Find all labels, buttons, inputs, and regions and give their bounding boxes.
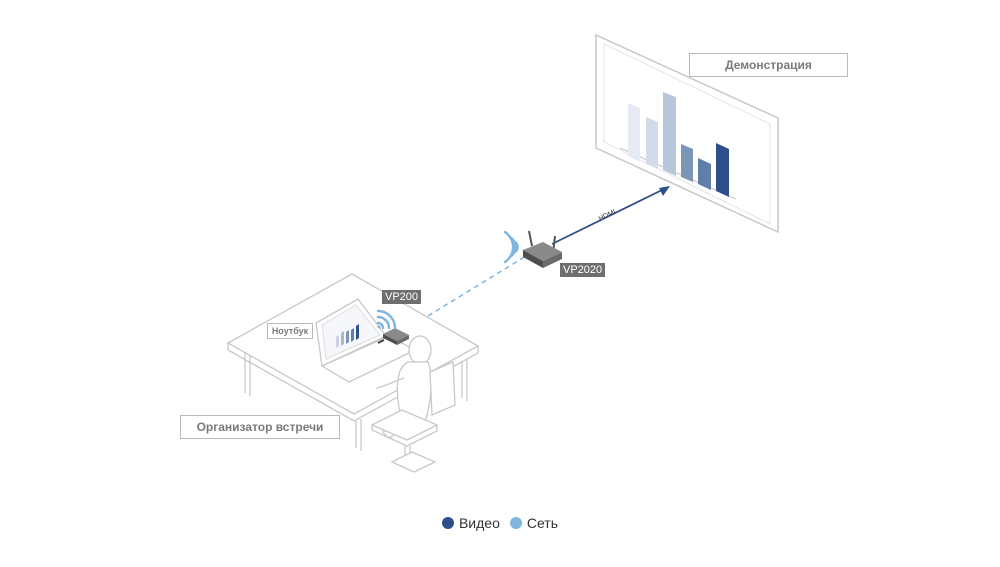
display-bar [698, 158, 711, 190]
laptop-screen-bar [346, 330, 349, 344]
receiver-device-label: VP2020 [560, 263, 606, 277]
legend-item-video: Видео [441, 515, 500, 531]
display-bar [681, 144, 693, 182]
laptop-screen-bar [356, 324, 359, 340]
display-screen [595, 33, 779, 234]
wifi-icon [376, 309, 397, 330]
display-bar [663, 92, 676, 176]
laptop-screen-bar [336, 335, 339, 348]
laptop-screen-bar [341, 331, 344, 346]
transmitter-device-label: VP200 [382, 290, 422, 304]
legend-label-network: Сеть [526, 515, 559, 531]
hdmi-link-label: HDMI [598, 209, 617, 223]
organizer-label: Организатор встречи [180, 415, 340, 439]
laptop-label: Ноутбук [267, 323, 313, 339]
legend: Видео Сеть [0, 515, 1000, 531]
legend-dot-network-icon [509, 517, 522, 529]
legend-label-video: Видео [458, 515, 500, 531]
display-bar-chart [628, 92, 729, 197]
wifi-icon [503, 230, 519, 264]
display-bar [646, 117, 658, 169]
display-bar [716, 143, 729, 197]
wireless-network-link [404, 255, 527, 331]
hdmi-video-link [551, 189, 663, 245]
display-label: Демонстрация [689, 53, 848, 77]
receiver-device [523, 230, 562, 268]
laptop [315, 298, 417, 383]
arrow-head-icon [659, 186, 670, 196]
display-bar [628, 103, 640, 162]
transmitter-device [377, 328, 409, 345]
laptop-screen-bar [351, 328, 354, 342]
chair [370, 361, 456, 473]
legend-dot-video-icon [441, 517, 454, 529]
legend-item-network: Сеть [509, 515, 559, 531]
